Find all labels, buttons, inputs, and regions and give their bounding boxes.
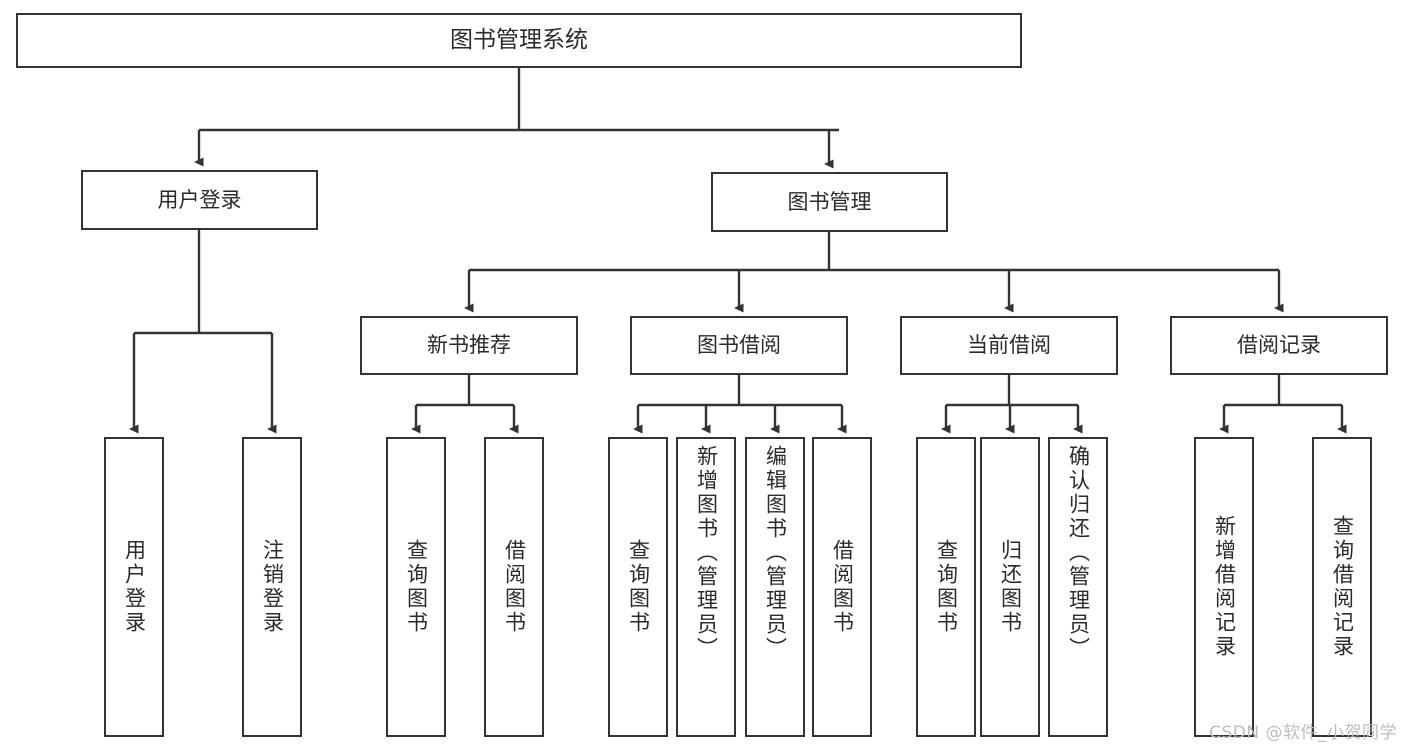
leaf-book-borrow-3[interactable]: 编辑图书（管理员） [745, 437, 805, 737]
node-root-label: 图书管理系统 [450, 27, 588, 53]
leaf-new-book-rec-1[interactable]: 查询图书 [386, 437, 446, 737]
leaf-book-borrow-3-label: 编辑图书（管理员） [763, 445, 788, 661]
leaf-borrow-record-2-label: 查询借阅记录 [1330, 515, 1355, 659]
node-borrow-record-label: 借阅记录 [1237, 333, 1321, 357]
leaf-book-borrow-1-label: 查询图书 [626, 539, 651, 635]
node-new-book-rec[interactable]: 新书推荐 [360, 316, 578, 375]
node-user-login-label: 用户登录 [157, 187, 242, 212]
leaf-borrow-record-1-label: 新增借阅记录 [1212, 515, 1237, 659]
leaf-book-borrow-2-label: 新增图书（管理员） [694, 445, 719, 661]
leaf-book-borrow-1[interactable]: 查询图书 [608, 437, 668, 737]
leaf-current-borrow-3[interactable]: 确认归还（管理员） [1048, 437, 1108, 737]
leaf-book-borrow-4[interactable]: 借阅图书 [812, 437, 872, 737]
leaf-borrow-record-2[interactable]: 查询借阅记录 [1312, 437, 1372, 737]
node-user-login[interactable]: 用户登录 [81, 170, 318, 230]
node-current-borrow-label: 当前借阅 [967, 333, 1051, 357]
node-book-borrow-label: 图书借阅 [697, 333, 781, 357]
leaf-user-login-1-label: 用户登录 [122, 539, 147, 635]
leaf-new-book-rec-2-label: 借阅图书 [502, 539, 527, 635]
leaf-borrow-record-1[interactable]: 新增借阅记录 [1194, 437, 1254, 737]
node-current-borrow[interactable]: 当前借阅 [900, 316, 1118, 375]
watermark: CSDN @软件_小贺同学 [1209, 723, 1397, 743]
leaf-user-login-2[interactable]: 注销登录 [242, 437, 302, 737]
node-book-borrow[interactable]: 图书借阅 [630, 316, 848, 375]
leaf-new-book-rec-1-label: 查询图书 [404, 539, 429, 635]
node-root[interactable]: 图书管理系统 [16, 13, 1022, 68]
leaf-current-borrow-3-label: 确认归还（管理员） [1066, 445, 1091, 661]
leaf-current-borrow-2-label: 归还图书 [998, 539, 1023, 635]
leaf-current-borrow-1-label: 查询图书 [934, 539, 959, 635]
leaf-current-borrow-1[interactable]: 查询图书 [916, 437, 976, 737]
leaf-user-login-2-label: 注销登录 [260, 539, 285, 635]
node-book-manage[interactable]: 图书管理 [711, 172, 948, 232]
leaf-current-borrow-2[interactable]: 归还图书 [980, 437, 1040, 737]
leaf-user-login-1[interactable]: 用户登录 [104, 437, 164, 737]
node-new-book-rec-label: 新书推荐 [427, 333, 511, 357]
node-borrow-record[interactable]: 借阅记录 [1170, 316, 1388, 375]
leaf-book-borrow-4-label: 借阅图书 [830, 539, 855, 635]
node-book-manage-label: 图书管理 [787, 189, 872, 214]
leaf-book-borrow-2[interactable]: 新增图书（管理员） [676, 437, 736, 737]
leaf-new-book-rec-2[interactable]: 借阅图书 [484, 437, 544, 737]
